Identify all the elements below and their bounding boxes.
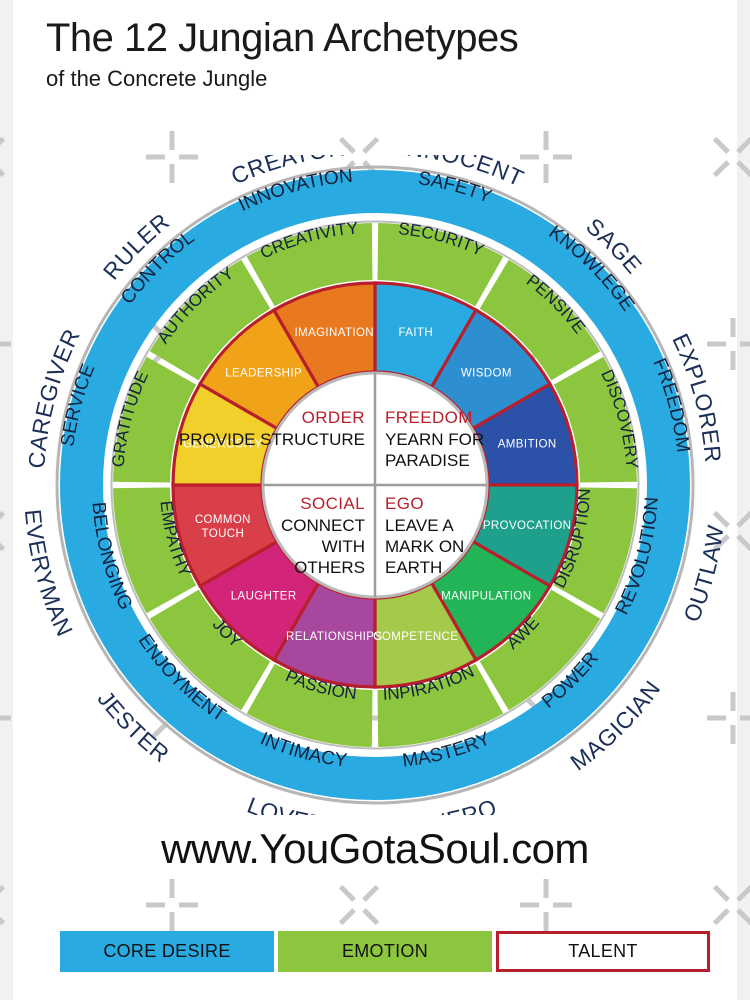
website-url: www.YouGotaSoul.com: [161, 825, 589, 872]
right-edge-strip: [737, 0, 750, 1000]
quadrant-description: PROVIDE STRUCTURE: [179, 430, 365, 449]
emotion-segment[interactable]: [377, 663, 504, 747]
header: The 12 Jungian Archetypes of the Concret…: [46, 14, 519, 94]
legend-item-emotion[interactable]: EMOTION: [278, 931, 492, 972]
left-edge-strip: [0, 0, 13, 1000]
talent-label: RELATIONSHIPS: [286, 631, 382, 643]
emotion-segment[interactable]: [149, 589, 271, 711]
page-title: The 12 Jungian Archetypes: [46, 16, 519, 60]
emotion-segment[interactable]: [553, 356, 637, 483]
talent-label: LEADERSHIP: [225, 368, 302, 380]
archetype-name: OUTLAW: [678, 523, 729, 625]
emotion-segment[interactable]: [553, 487, 637, 614]
legend-item-talent[interactable]: TALENT: [496, 931, 710, 972]
talent-label: FAITH: [398, 327, 433, 339]
emotion-segment[interactable]: [149, 259, 271, 381]
emotion-segment[interactable]: [377, 223, 504, 307]
talent-label: COMPETENCE: [373, 631, 458, 643]
talent-label: WISDOM: [461, 368, 512, 380]
emotion-segment[interactable]: [246, 223, 373, 307]
archetype-wheel: INNOCENTSAGEEXPLOREROUTLAWMAGICIANHEROLO…: [20, 155, 729, 815]
emotion-segment[interactable]: [113, 356, 197, 483]
emotion-segment[interactable]: [479, 589, 601, 711]
legend-item-core-desire[interactable]: CORE DESIRE: [60, 931, 274, 972]
legend: CORE DESIRE EMOTION TALENT: [60, 931, 710, 972]
legend-label: CORE DESIRE: [103, 941, 231, 961]
talent-label: PROVOCATION: [483, 520, 572, 532]
emotion-segment[interactable]: [113, 487, 197, 614]
talent-label: LAUGHTER: [231, 590, 297, 602]
talent-label: MANIPULATION: [441, 590, 531, 602]
emotion-segment[interactable]: [246, 663, 373, 747]
talent-label: AMBITION: [498, 438, 557, 450]
talent-labels: FAITH WISDOM AMBITION PROVOCATION MANIPULATI…: [183, 327, 571, 643]
page-subtitle: of the Concrete Jungle: [46, 66, 268, 91]
legend-label: EMOTION: [341, 941, 429, 961]
emotion-ring: [110, 220, 640, 750]
archetype-name: LOVER: [244, 792, 327, 815]
quadrant-title: FREEDOM: [385, 408, 473, 427]
talent-label: IMAGINATION: [294, 327, 374, 339]
emotion-segment[interactable]: [479, 259, 601, 381]
legend-label: TALENT: [568, 941, 638, 961]
quadrant-title: SOCIAL: [300, 494, 365, 513]
quadrant-title: ORDER: [302, 408, 365, 427]
quadrant-title: EGO: [385, 494, 424, 513]
talent-label: GENEROSITY: [183, 438, 262, 450]
